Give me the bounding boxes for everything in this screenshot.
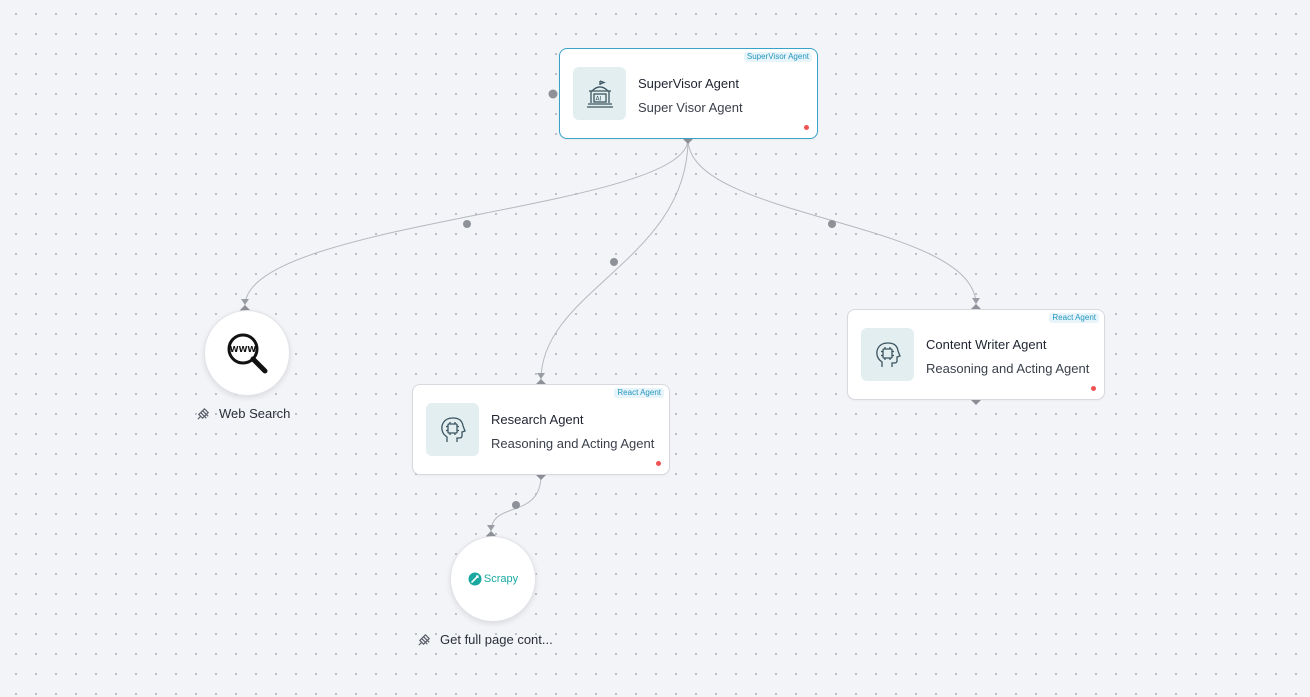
- svg-text:AI: AI: [595, 95, 601, 102]
- input-handle[interactable]: [548, 89, 558, 99]
- edge-supervisor-research[interactable]: [540, 138, 689, 381]
- node-type-tag: SuperVisor Agent: [743, 52, 812, 62]
- svg-text:WWW: WWW: [230, 345, 257, 354]
- node-subtitle: Reasoning and Acting Agent: [491, 436, 655, 451]
- scrapy-logo-text: Scrapy: [483, 573, 519, 585]
- node-title: SuperVisor Agent: [638, 76, 739, 91]
- research-agent-node[interactable]: React Agent Research Agent Reasoning and…: [412, 384, 670, 475]
- tool-icon: [418, 633, 431, 646]
- edge-arrowhead: [972, 298, 980, 304]
- edge-arrowhead: [487, 525, 495, 531]
- edge-arrowhead: [241, 299, 249, 305]
- edge-arrowhead: [537, 373, 545, 379]
- www-magnifier-icon: WWW: [227, 333, 268, 374]
- edge-supervisor-web-search[interactable]: [244, 138, 689, 307]
- tool-label-text: Web Search: [219, 406, 291, 421]
- scrapy-logo: Scrapy: [468, 572, 518, 586]
- brain-chip-icon: [861, 328, 914, 381]
- edge-supervisor-content-writer[interactable]: [687, 138, 977, 306]
- web-search-tool-node[interactable]: WWW: [204, 310, 290, 396]
- node-title: Content Writer Agent: [926, 337, 1047, 352]
- edge-midpoint-handle[interactable]: [512, 501, 520, 509]
- supervisor-agent-node[interactable]: SuperVisor Agent AI SuperVisor Agent Sup…: [559, 48, 818, 139]
- node-subtitle: Super Visor Agent: [638, 100, 743, 115]
- scrapy-tool-label: Get full page cont...: [417, 632, 553, 647]
- status-dot: [656, 461, 661, 466]
- edge-midpoint-handle[interactable]: [463, 220, 471, 228]
- brain-chip-icon: [426, 403, 479, 456]
- node-type-tag: React Agent: [614, 388, 664, 398]
- ai-building-icon: AI: [573, 67, 626, 120]
- node-type-tag: React Agent: [1049, 313, 1099, 323]
- status-dot: [804, 125, 809, 130]
- content-writer-agent-node[interactable]: React Agent Content Writer Agent Reasoni…: [847, 309, 1105, 400]
- scrapy-icon: [468, 572, 482, 586]
- edge-midpoint-handle[interactable]: [828, 220, 836, 228]
- status-dot: [1091, 386, 1096, 391]
- tool-label-text: Get full page cont...: [440, 632, 553, 647]
- edge-research-scrapy[interactable]: [490, 474, 542, 533]
- web-search-label: Web Search: [196, 406, 290, 421]
- scrapy-tool-node[interactable]: Scrapy: [450, 536, 536, 622]
- edge-midpoint-handle[interactable]: [610, 258, 618, 266]
- node-subtitle: Reasoning and Acting Agent: [926, 361, 1090, 376]
- node-title: Research Agent: [491, 412, 584, 427]
- tool-icon: [197, 407, 210, 420]
